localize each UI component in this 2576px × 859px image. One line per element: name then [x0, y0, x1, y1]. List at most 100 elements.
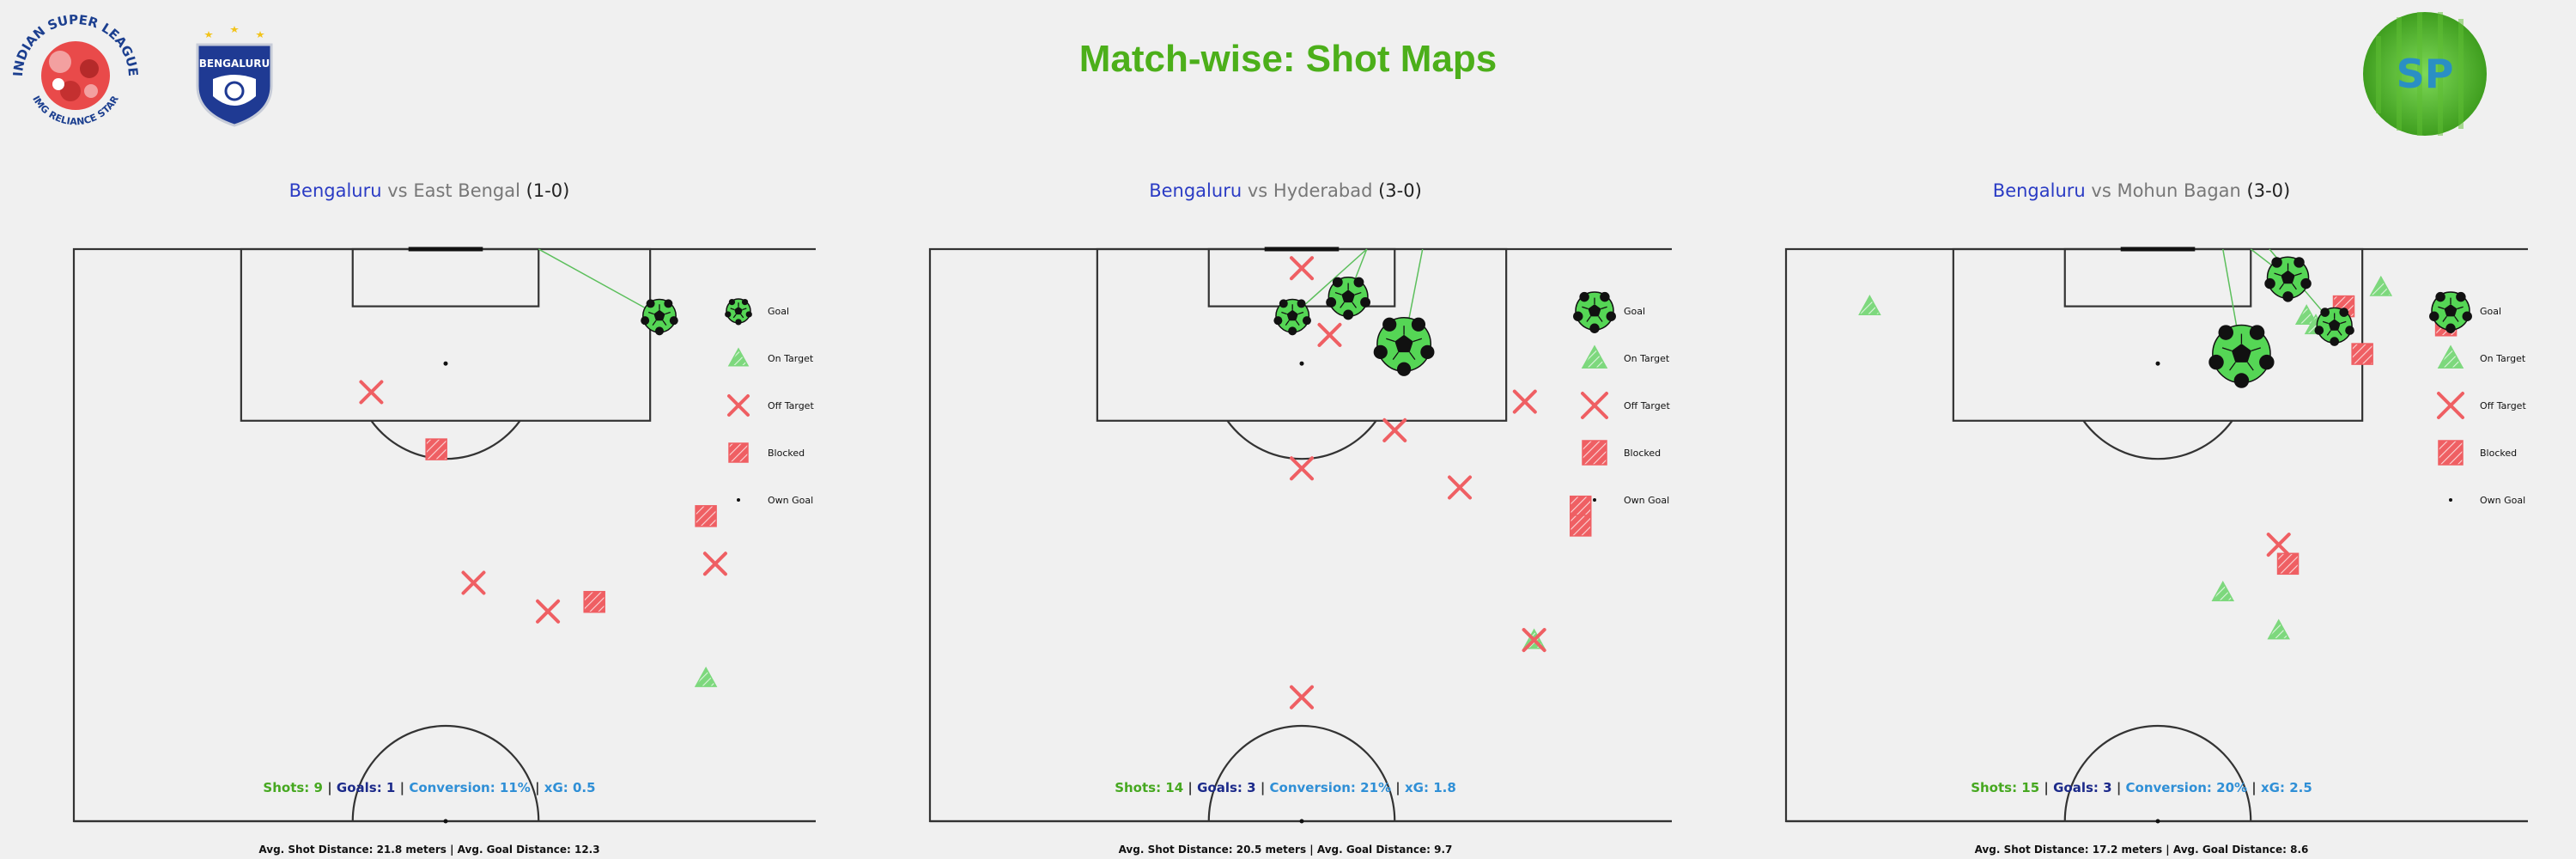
- team-name: Bengaluru: [289, 180, 382, 201]
- shot-marker-off-target: [1522, 628, 1546, 653]
- vs-label: vs: [387, 180, 408, 201]
- sp-logo-text: SP: [2397, 51, 2454, 97]
- six-yard-box: [2063, 247, 2252, 308]
- stat-xg: xG: 2.5: [2261, 780, 2312, 795]
- avg-distance-line: Avg. Shot Distance: 17.2 meters | Avg. G…: [1974, 844, 2309, 856]
- legend-label: Off Target: [768, 400, 814, 411]
- shot-marker-off-target: [1290, 685, 1314, 710]
- stat-shots: Shots: 15: [1971, 780, 2040, 795]
- shot-map-panel-2: Bengaluru vs Hyderabad (3-0) Goal On Targ…: [899, 180, 1672, 859]
- pitch-lines: [72, 247, 816, 823]
- stat-conversion: Conversion: 11%: [409, 780, 531, 795]
- legend-item-goal: Goal: [1573, 291, 1645, 333]
- stat-conversion: Conversion: 21%: [1269, 780, 1392, 795]
- stat-xg: xG: 0.5: [544, 780, 596, 795]
- panel-title: Bengaluru vs Mohun Bagan (3-0): [1755, 180, 2528, 201]
- stat-shots: Shots: 14: [1115, 780, 1184, 795]
- shot-marker-on-target: [2369, 275, 2393, 296]
- penalty-spot: [1299, 361, 1304, 366]
- legend-item-off-target: Off Target: [727, 394, 814, 417]
- legend-item-on-target: On Target: [727, 347, 814, 367]
- penalty-box: [1096, 247, 1508, 422]
- shot-marker-off-target: [1290, 456, 1314, 481]
- club-logo-text: BENGALURU: [199, 58, 270, 70]
- centre-circle: [351, 724, 540, 822]
- legend-item-on-target: On Target: [2437, 344, 2526, 369]
- shot-marker-goal: [641, 298, 678, 336]
- shot-marker-off-target: [1290, 256, 1314, 281]
- vs-label: vs: [2091, 180, 2111, 201]
- pitch-outline: [1784, 247, 2528, 823]
- match-score: (3-0): [1378, 180, 1422, 201]
- shot-marker-on-target: [2211, 581, 2235, 601]
- shot-marker-goal: [2208, 324, 2275, 388]
- shot-marker-off-target: [2266, 533, 2291, 557]
- opponent-name: Mohun Bagan: [2117, 180, 2241, 201]
- legend-item-blocked: Blocked: [1582, 440, 1661, 466]
- match-score: (1-0): [526, 180, 570, 201]
- legend-item-goal: Goal: [2429, 291, 2501, 333]
- penalty-spot: [443, 361, 448, 366]
- legend-label: Goal: [1624, 306, 1645, 317]
- opponent-name: Hyderabad: [1273, 180, 1373, 201]
- legend-label: Blocked: [1624, 448, 1661, 459]
- legend-label: Own Goal: [2480, 495, 2525, 506]
- legend-label: Goal: [768, 306, 789, 317]
- legend-label: On Target: [2480, 353, 2526, 364]
- team-name: Bengaluru: [1149, 180, 1242, 201]
- penalty-arc: [1226, 420, 1377, 460]
- penalty-box: [240, 247, 652, 422]
- isl-logo: INDIAN SUPER LEAGUE IMG RELIANCE STAR: [10, 12, 141, 128]
- legend-item-off-target: Off Target: [2437, 392, 2526, 419]
- shot-marker-off-target: [536, 599, 561, 624]
- match-score: (3-0): [2246, 180, 2291, 201]
- legend-label: Own Goal: [768, 495, 813, 506]
- shot-marker-off-target: [461, 570, 486, 595]
- panel-title: Bengaluru vs Hyderabad (3-0): [899, 180, 1672, 201]
- shot-marker-off-target: [702, 551, 727, 576]
- legend-item-off-target: Off Target: [1581, 392, 1670, 419]
- stat-xg: xG: 1.8: [1405, 780, 1456, 795]
- legend-item-blocked: Blocked: [2438, 440, 2517, 466]
- vs-label: vs: [1247, 180, 1268, 201]
- shot-marker-blocked: [2351, 343, 2373, 365]
- stat-goals: Goals: 3: [1197, 780, 1256, 795]
- page-title: Match-wise: Shot Maps: [1078, 38, 1498, 80]
- stat-goals: Goals: 3: [2053, 780, 2112, 795]
- shot-marker-off-target: [1382, 417, 1407, 442]
- goal-lines: [538, 248, 660, 317]
- pitch-lines: [928, 247, 1672, 823]
- shot-marker-blocked: [425, 438, 447, 460]
- bengaluru-crest-logo: BENGALURU: [196, 26, 273, 127]
- avg-distance-line: Avg. Shot Distance: 20.5 meters | Avg. G…: [1118, 844, 1453, 856]
- shot-marker-blocked: [583, 590, 605, 613]
- shot-marker-on-target: [1858, 295, 1881, 315]
- legend-label: Off Target: [2480, 400, 2526, 411]
- stats-line: Shots: 15 | Goals: 3 | Conversion: 20% |…: [1971, 780, 2312, 795]
- pitch-lines: [1784, 247, 2528, 823]
- shot-marker-blocked: [1570, 515, 1592, 537]
- shot-marker-on-target: [2267, 618, 2290, 640]
- penalty-spot: [2155, 361, 2160, 366]
- centre-spot: [443, 819, 448, 824]
- centre-spot: [1299, 819, 1304, 824]
- shot-marker-off-target: [359, 380, 384, 405]
- shot-map-panel-3: Bengaluru vs Mohun Bagan (3-0) Goal On Ta…: [1755, 180, 2528, 859]
- stat-shots: Shots: 9: [263, 780, 323, 795]
- legend-item-blocked: Blocked: [728, 442, 805, 463]
- shot-marker-on-target: [694, 666, 718, 687]
- team-name: Bengaluru: [1992, 180, 2086, 201]
- legend-label: On Target: [1624, 353, 1670, 364]
- legend-label: Goal: [2480, 306, 2501, 317]
- stats-line: Shots: 14 | Goals: 3 | Conversion: 21% |…: [1115, 780, 1456, 795]
- centre-circle: [2063, 724, 2252, 822]
- legend-item-own-goal: Own Goal: [737, 495, 813, 506]
- stat-conversion: Conversion: 20%: [2125, 780, 2248, 795]
- legend-label: On Target: [768, 353, 814, 364]
